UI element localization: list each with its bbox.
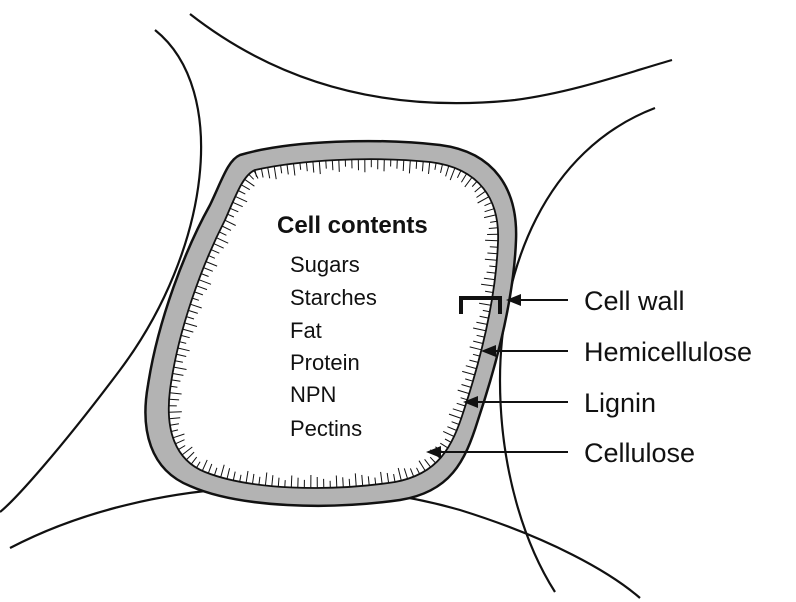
callout-arrow-hemicellulose xyxy=(481,345,568,357)
hatch-mark xyxy=(403,160,404,171)
hatch-mark xyxy=(336,476,337,488)
callout-label-cellulose: Cellulose xyxy=(584,438,695,468)
hatch-mark xyxy=(278,478,279,487)
hatch-mark xyxy=(489,266,496,267)
hatch-mark xyxy=(332,160,333,170)
hatch-mark xyxy=(291,476,292,488)
hatch-mark xyxy=(326,161,327,169)
hatch-mark xyxy=(339,160,340,172)
neighbor-cell-top-outline xyxy=(190,14,672,103)
content-item-starches: Starches xyxy=(290,285,377,310)
hatch-mark xyxy=(349,479,350,487)
content-item-sugars: Sugars xyxy=(290,252,360,277)
content-item-protein: Protein xyxy=(290,350,360,375)
hatch-mark xyxy=(489,228,498,229)
callout-arrow-cell-wall xyxy=(506,294,568,306)
content-item-pectins: Pectins xyxy=(290,416,362,441)
callout-label-cell-wall: Cell wall xyxy=(584,286,685,316)
content-item-npn: NPN xyxy=(290,382,336,407)
callout-label-hemicellulose: Hemicellulose xyxy=(584,337,752,367)
hatch-mark xyxy=(169,399,179,400)
hatch-mark xyxy=(416,161,417,169)
hatch-mark xyxy=(487,253,497,254)
hatch-mark xyxy=(343,477,344,487)
callout-label-lignin: Lignin xyxy=(584,388,656,418)
content-item-fat: Fat xyxy=(290,318,322,343)
cell-contents-title: Cell contents xyxy=(277,212,428,239)
